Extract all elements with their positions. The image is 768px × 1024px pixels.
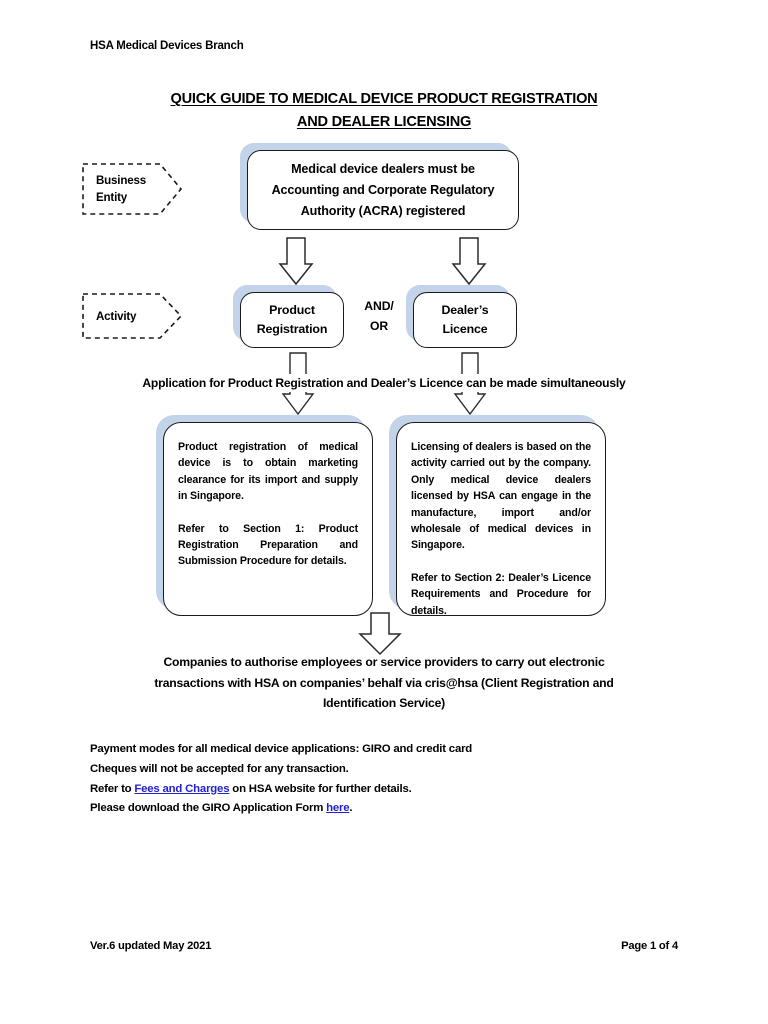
dealer-description-text: Licensing of dealers is based on the act… bbox=[397, 423, 605, 619]
acra-box-text: Medical device dealers must be Accountin… bbox=[248, 159, 518, 222]
box-outline: Product Registration bbox=[240, 292, 344, 348]
acra-line-1: Medical device dealers must be bbox=[291, 161, 475, 176]
dealers-licence-box: Dealer’s Licence bbox=[406, 285, 517, 348]
dealer-description-para-2-suffix: : Dealer’s Licence Requirements and Proc… bbox=[411, 571, 592, 617]
dealers-licence-line-2: Licence bbox=[442, 322, 488, 336]
fees-and-charges-link[interactable]: Fees and Charges bbox=[134, 782, 230, 795]
arrow-acra-to-product-registration bbox=[278, 237, 314, 286]
product-description-para-1: Product registration of medical device i… bbox=[178, 441, 358, 503]
pentagon-outline-icon bbox=[82, 163, 183, 215]
product-description-section-ref: Section 1 bbox=[243, 522, 301, 535]
dealer-description-para-2: Refer to Section 2: Dealer’s Licence Req… bbox=[411, 570, 591, 619]
stage-label-activity: Activity bbox=[82, 293, 183, 339]
page-title-line-1: QUICK GUIDE TO MEDICAL DEVICE PRODUCT RE… bbox=[170, 91, 598, 107]
product-registration-line-2: Registration bbox=[256, 322, 328, 336]
payment-note-line-4-prefix: Please download the GIRO Application For… bbox=[90, 802, 327, 815]
stage-label-business-entity-text: Business Entity bbox=[82, 172, 146, 206]
product-description-para-2: Refer to Section 1: Product Registration… bbox=[178, 521, 358, 570]
dealer-description-para-2-prefix: Refer to bbox=[411, 571, 455, 584]
arrow-to-cris-note bbox=[358, 612, 402, 656]
product-registration-box-text: Product Registration bbox=[241, 301, 343, 339]
document-header: HSA Medical Devices Branch bbox=[90, 40, 244, 52]
arrow-acra-to-dealers-licence bbox=[451, 237, 487, 286]
payment-note-line-3: Refer to Fees and Charges on HSA website… bbox=[90, 780, 690, 800]
stage-label-business-entity: Business Entity bbox=[82, 163, 183, 215]
payment-note-line-4: Please download the GIRO Application For… bbox=[90, 799, 690, 819]
payment-note-line-2: Cheques will not be accepted for any tra… bbox=[90, 762, 349, 775]
simultaneous-application-note: Application for Product Registration and… bbox=[90, 374, 678, 392]
pentagon-outline-icon bbox=[82, 293, 183, 339]
and-or-connector: AND/ OR bbox=[352, 296, 406, 336]
business-entity-line-1: Business bbox=[96, 174, 146, 187]
giro-application-form-here-link[interactable]: here bbox=[326, 802, 350, 815]
product-description-text: Product registration of medical device i… bbox=[164, 423, 372, 570]
payment-notes: Payment modes for all medical device app… bbox=[90, 740, 690, 819]
business-entity-line-2: Entity bbox=[96, 191, 128, 204]
acra-line-3: Authority (ACRA) registered bbox=[300, 203, 466, 218]
product-registration-box: Product Registration bbox=[233, 285, 344, 348]
product-registration-line-1: Product bbox=[269, 303, 315, 317]
dealers-licence-line-1: Dealer’s bbox=[441, 303, 489, 317]
cris-authorisation-note: Companies to authorise employees or serv… bbox=[116, 652, 652, 714]
cris-note-line-1: Companies to authorise employees or serv… bbox=[163, 655, 605, 669]
page-title-line-2: AND DEALER LICENSING bbox=[296, 114, 472, 130]
box-outline: Licensing of dealers is based on the act… bbox=[396, 422, 606, 619]
product-description-para-2-suffix: : Product Registration Preparation and S… bbox=[178, 522, 358, 568]
stage-label-activity-text: Activity bbox=[96, 309, 137, 323]
cris-note-line-3: Identification Service) bbox=[322, 696, 446, 710]
dealer-description-para-1: Licensing of dealers is based on the act… bbox=[411, 441, 591, 552]
dealers-licence-box-text: Dealer’s Licence bbox=[414, 301, 516, 339]
page-title: QUICK GUIDE TO MEDICAL DEVICE PRODUCT RE… bbox=[90, 88, 678, 134]
product-registration-description-box: Product registration of medical device i… bbox=[156, 415, 373, 616]
footer-page-number: Page 1 of 4 bbox=[621, 940, 678, 952]
footer-version: Ver.6 updated May 2021 bbox=[90, 940, 212, 952]
box-outline: Medical device dealers must be Accountin… bbox=[247, 150, 519, 230]
payment-note-line-1: Payment modes for all medical device app… bbox=[90, 743, 473, 755]
acra-requirement-box: Medical device dealers must be Accountin… bbox=[240, 143, 519, 230]
dealer-description-section-ref: Section 2 bbox=[454, 571, 502, 584]
cris-note-line-2: transactions with HSA on companies’ beha… bbox=[154, 675, 614, 690]
and-or-line-1: AND/ bbox=[364, 299, 394, 313]
payment-note-line-3-suffix: on HSA website for further details. bbox=[229, 782, 412, 795]
acra-line-2: Accounting and Corporate Regulatory bbox=[271, 182, 495, 197]
payment-note-line-4-suffix: . bbox=[349, 802, 353, 815]
product-description-para-2-prefix: Refer to bbox=[178, 522, 244, 535]
and-or-line-2: OR bbox=[369, 319, 389, 333]
box-outline: Dealer’s Licence bbox=[413, 292, 517, 348]
payment-note-line-3-prefix: Refer to bbox=[90, 782, 135, 795]
box-outline: Product registration of medical device i… bbox=[163, 422, 373, 616]
dealers-licence-description-box: Licensing of dealers is based on the act… bbox=[389, 415, 606, 619]
